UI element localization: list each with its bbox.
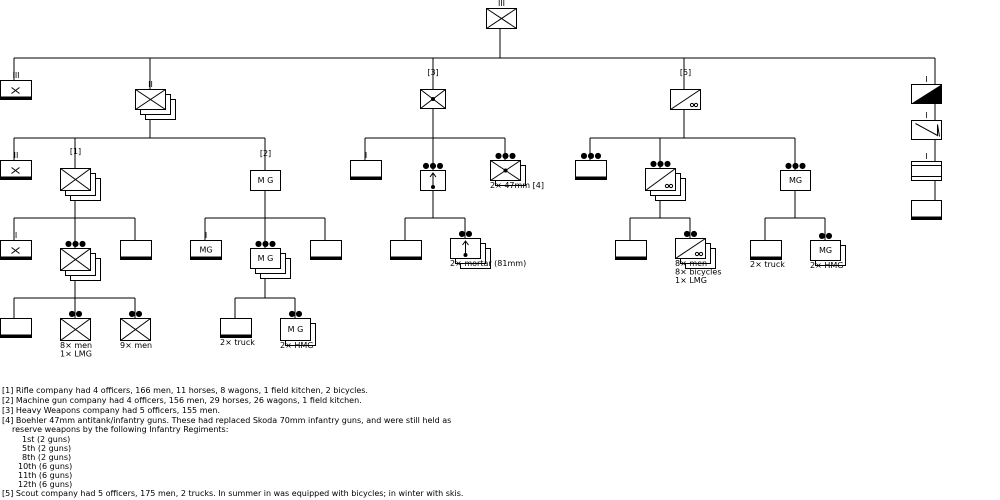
scout-mg-section-symbol-strength-marker: ●● <box>819 231 833 240</box>
regiment-hq-symbol-size-marker: III <box>12 71 19 80</box>
scout-mg-platoon-symbol[interactable]: MG ●●● <box>780 161 811 191</box>
scout-company-hq-symbol-strength-marker: ●●● <box>581 151 602 160</box>
mg-transport-symbol-note1: 2× truck <box>220 338 255 347</box>
rifle-company-hq-symbol-size-marker: I <box>15 231 17 240</box>
heavy-weapons-company-symbol-note-ref: [3] <box>427 68 438 77</box>
rifle-platoon-symbol-strength-marker: ●●● <box>65 239 86 248</box>
battalion-symbol[interactable]: II <box>135 80 176 120</box>
note-rifle-company: [1] Rifle company had 4 officers, 166 me… <box>2 386 368 395</box>
mg-company-symbol[interactable]: M G [2] <box>250 149 281 191</box>
mortar-section-symbol-strength-marker: ●● <box>459 229 473 238</box>
rifle-squad-a-symbol-strength-marker: ●● <box>69 309 83 318</box>
scout-company-symbol-note-ref: [5] <box>680 68 691 77</box>
rifle-squad-b-symbol[interactable]: ●● 9× men <box>120 309 152 350</box>
note-scout-company: [5] Scout company had 5 officers, 175 me… <box>2 489 464 498</box>
mg-section-symbol-designator: M G <box>288 325 304 334</box>
support-unit-3-symbol[interactable]: I <box>911 152 942 181</box>
note-machine-gun-company: [2] Machine gun company had 4 officers, … <box>2 396 362 405</box>
antitank-platoon-symbol-note1: 2× 47mm [4] <box>490 181 544 190</box>
rifle-company-symbol[interactable]: [1] <box>60 147 101 201</box>
antitank-platoon-symbol-strength-marker: ●●● <box>495 151 516 160</box>
note-heavy-weapons-company: [3] Heavy Weapons company had 5 officers… <box>2 406 221 415</box>
support-unit-2-symbol[interactable]: I <box>911 111 942 140</box>
mg-company-symbol-designator: M G <box>258 176 274 185</box>
battalion-hq-symbol[interactable]: II <box>0 151 32 180</box>
mg-company-hq-symbol-designator: MG <box>199 246 212 255</box>
heavy-weapons-hq-symbol-size-marker: I <box>365 151 367 160</box>
mg-company-hq-symbol[interactable]: MG I <box>190 231 222 260</box>
mg-section-symbol-strength-marker: ●● <box>289 309 303 318</box>
note-boehler-guns: [4] Boehler 47mm antitank/infantry guns.… <box>2 416 452 425</box>
regiment-symbol-size-marker: III <box>498 0 505 8</box>
mg-section-symbol-note1: 2× HMG <box>280 341 313 350</box>
regiment-guns-10th: 10th (6 guns) <box>18 462 73 471</box>
scout-section-symbol-note2: 8× bicycles <box>675 268 721 277</box>
rifle-squad-a-symbol-note2: 1× LMG <box>60 350 92 359</box>
rifle-company-hq-symbol[interactable]: I <box>0 231 32 260</box>
rifle-platoon-hq-symbol[interactable] <box>120 240 152 260</box>
scout-transport-symbol-note1: 2× truck <box>750 260 785 269</box>
heavy-weapons-hq-symbol[interactable]: I <box>350 151 382 180</box>
battalion-hq-symbol-size-marker: II <box>14 151 19 160</box>
antitank-platoon-symbol[interactable]: ●●● 2× 47mm [4] <box>490 151 544 190</box>
mg-platoon-symbol[interactable]: M G ●●● <box>250 239 291 279</box>
support-unit-1-symbol-size-marker: I <box>925 75 927 84</box>
rifle-section-hq-symbol[interactable] <box>0 318 32 338</box>
scout-section-symbol-note3: 1× LMG <box>675 276 707 285</box>
mg-company-hq-symbol-size-marker: I <box>205 231 207 240</box>
regiment-guns-11th: 11th (6 guns) <box>18 471 73 480</box>
mg-company-symbol-note-ref: [2] <box>260 149 271 158</box>
scout-platoon-symbol[interactable]: ●●● <box>645 159 686 201</box>
battalion-symbol-size-marker: II <box>148 80 153 89</box>
support-unit-3-symbol-size-marker: I <box>925 152 927 161</box>
mg-platoon-symbol-strength-marker: ●●● <box>255 239 276 248</box>
scout-platoon-hq-symbol[interactable] <box>615 240 647 260</box>
mortar-section-symbol[interactable]: ●● 2× mortar (81mm) <box>450 229 526 269</box>
mortar-platoon-hq-symbol[interactable] <box>390 240 422 260</box>
mortar-platoon-symbol[interactable]: ●●● <box>420 161 446 191</box>
rifle-squad-a-symbol-note1: 8× men <box>60 341 92 350</box>
scout-mg-section-symbol-note1: 2× HMG <box>810 261 843 270</box>
scout-mg-platoon-symbol-strength-marker: ●●● <box>785 161 806 170</box>
mortar-section-symbol-note1: 2× mortar (81mm) <box>450 259 526 268</box>
mg-platoon-symbol-designator: M G <box>258 254 274 263</box>
mortar-platoon-symbol-strength-marker: ●●● <box>423 161 444 170</box>
regiment-guns-8th: 8th (2 guns) <box>22 453 72 462</box>
mg-transport-symbol[interactable]: 2× truck <box>220 318 255 348</box>
scout-section-symbol-strength-marker: ●● <box>684 229 698 238</box>
support-unit-4-symbol[interactable] <box>911 200 942 220</box>
scout-section-symbol-note1: 8× men <box>675 259 707 268</box>
scout-mg-section-symbol[interactable]: MG ●● 2× HMG <box>810 231 846 270</box>
rifle-company-symbol-note-ref: [1] <box>70 147 81 156</box>
heavy-weapons-company-symbol[interactable]: [3] <box>420 68 446 109</box>
scout-transport-symbol[interactable]: 2× truck <box>750 240 785 270</box>
regiment-guns-5th: 5th (2 guns) <box>22 444 72 453</box>
rifle-platoon-symbol[interactable]: ●●● <box>60 239 101 281</box>
regiment-hq-symbol[interactable]: III <box>0 71 32 100</box>
support-unit-1-symbol[interactable]: I <box>911 75 942 104</box>
regiment-guns-1st: 1st (2 guns) <box>22 435 71 444</box>
mg-section-symbol[interactable]: M G ●● 2× HMG <box>280 309 316 350</box>
scout-mg-platoon-symbol-designator: MG <box>789 176 802 185</box>
rifle-squad-b-symbol-strength-marker: ●● <box>129 309 143 318</box>
regiment-symbol[interactable]: III <box>486 0 517 29</box>
scout-platoon-symbol-strength-marker: ●●● <box>650 159 671 168</box>
mg-platoon-hq-symbol[interactable] <box>310 240 342 260</box>
scout-company-symbol[interactable]: [5] <box>670 68 701 110</box>
regiment-guns-12th: 12th (6 guns) <box>18 480 73 489</box>
scout-company-hq-symbol[interactable]: ●●● <box>575 151 607 180</box>
note-boehler-guns-cont: reserve weapons by the following Infantr… <box>12 425 229 434</box>
rifle-squad-b-symbol-note1: 9× men <box>120 341 152 350</box>
scout-mg-section-symbol-designator: MG <box>819 246 832 255</box>
support-unit-2-symbol-size-marker: I <box>925 111 927 120</box>
